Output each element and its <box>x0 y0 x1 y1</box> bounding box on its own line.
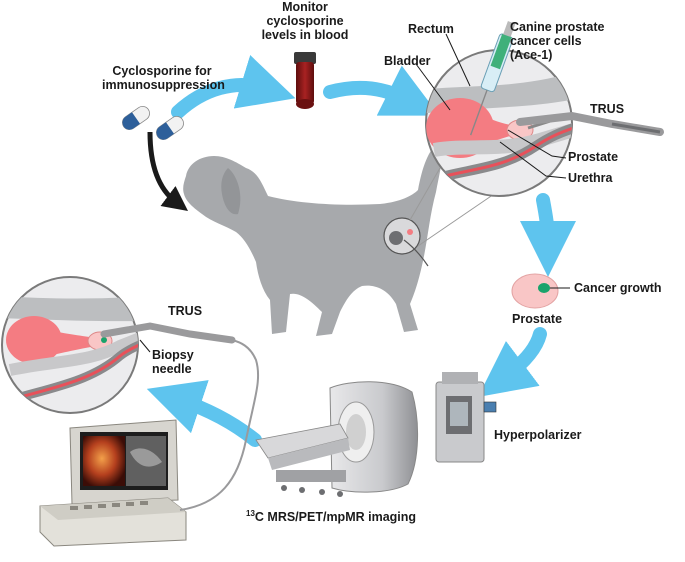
label-bladder: Bladder <box>384 54 431 68</box>
label-prostate-mid: Prostate <box>512 312 563 326</box>
label-imaging-isotope: 13 <box>246 508 255 518</box>
label-trus-top: TRUS <box>590 102 625 116</box>
arrow-to-hyperpolarizer <box>478 327 547 398</box>
label-biopsy-needle: Biopsy needle <box>152 348 194 376</box>
label-rectum: Rectum <box>408 22 454 36</box>
hyperpolarizer-machine <box>435 372 497 463</box>
label-hyperpolarizer: Hyperpolarizer <box>494 428 582 442</box>
pill-capsules <box>122 106 184 140</box>
prostate-cancer-growth <box>511 273 570 309</box>
hip-inset <box>383 217 429 267</box>
biopsy-zoom-bottom <box>1 276 236 414</box>
label-trus-bottom: TRUS <box>168 304 203 318</box>
syringe <box>469 21 516 136</box>
dog-body <box>183 140 443 336</box>
label-urethra: Urethra <box>568 171 613 185</box>
dog-silhouette <box>183 140 443 336</box>
arrow-to-rectum <box>323 65 440 116</box>
label-canine-cells: Canine prostate cancer cells (Ace-1) <box>510 20 605 62</box>
label-cancer-growth: Cancer growth <box>574 281 662 295</box>
arrow-to-blood <box>171 55 296 119</box>
label-imaging-text: C MRS/PET/mpMR imaging <box>254 510 417 524</box>
label-prostate-top: Prostate <box>568 150 619 164</box>
label-cyclosporine: Cyclosporine for immunosuppression <box>102 64 225 92</box>
zoom-cone-lines <box>409 167 501 247</box>
dog-ear <box>221 168 241 215</box>
arrow-to-prostate <box>519 193 576 277</box>
anatomy-zoom-top <box>425 49 664 197</box>
computer-workstation <box>39 339 260 547</box>
leader-lines-top <box>415 33 567 179</box>
label-monitor-blood: Monitor cyclosporine levels in blood <box>261 0 349 42</box>
label-imaging: 13C MRS/PET/mpMR imaging <box>246 508 417 524</box>
blood-tube <box>294 52 316 109</box>
arrow-pills-to-dog <box>147 131 188 212</box>
mri-scanner <box>255 381 419 497</box>
arrow-to-biopsy <box>146 380 262 447</box>
